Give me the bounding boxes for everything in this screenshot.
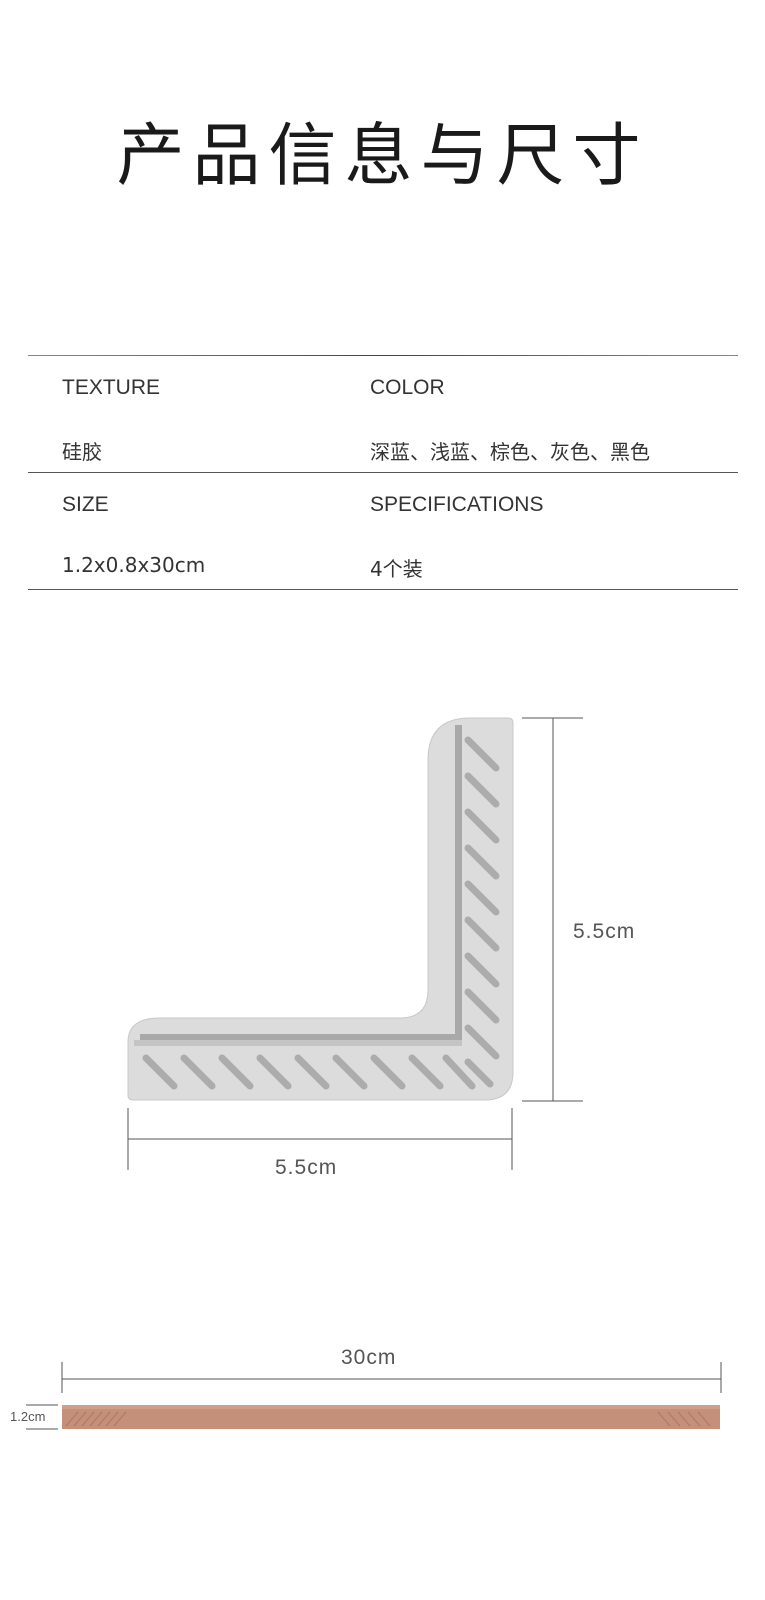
thickness-label: 1.2cm [10,1409,46,1424]
color-label: COLOR [370,376,445,399]
thickness-dimension-line [26,1404,58,1430]
table-middle-divider [28,472,738,473]
width-label: 5.5cm [275,1156,338,1179]
texture-value: 硅胶 [62,440,102,464]
vertical-slots [464,736,500,1088]
specifications-value: 4个装 [370,557,423,581]
length-dimension-line [61,1362,722,1393]
length-label: 30cm [341,1346,397,1369]
texture-label: TEXTURE [62,376,161,399]
height-dimension-line [522,717,583,1102]
size-value: 1.2x0.8x30cm [62,553,206,577]
corner-guard-image [127,717,514,1101]
horizontal-slots [142,1054,476,1090]
edge-strip-texture [65,1411,711,1427]
specifications-label: SPECIFICATIONS [370,493,544,516]
table-bottom-divider [28,589,738,590]
color-value: 深蓝、浅蓝、棕色、灰色、黑色 [370,440,650,464]
width-dimension-line [127,1108,513,1170]
page-title: 产品信息与尺寸 [116,117,649,196]
edge-strip-image [62,1405,720,1429]
table-top-divider [28,355,738,356]
size-label: SIZE [62,493,109,516]
height-label: 5.5cm [573,920,636,943]
corner-guard-groove [140,725,462,1040]
corner-guard-body [127,717,514,1101]
